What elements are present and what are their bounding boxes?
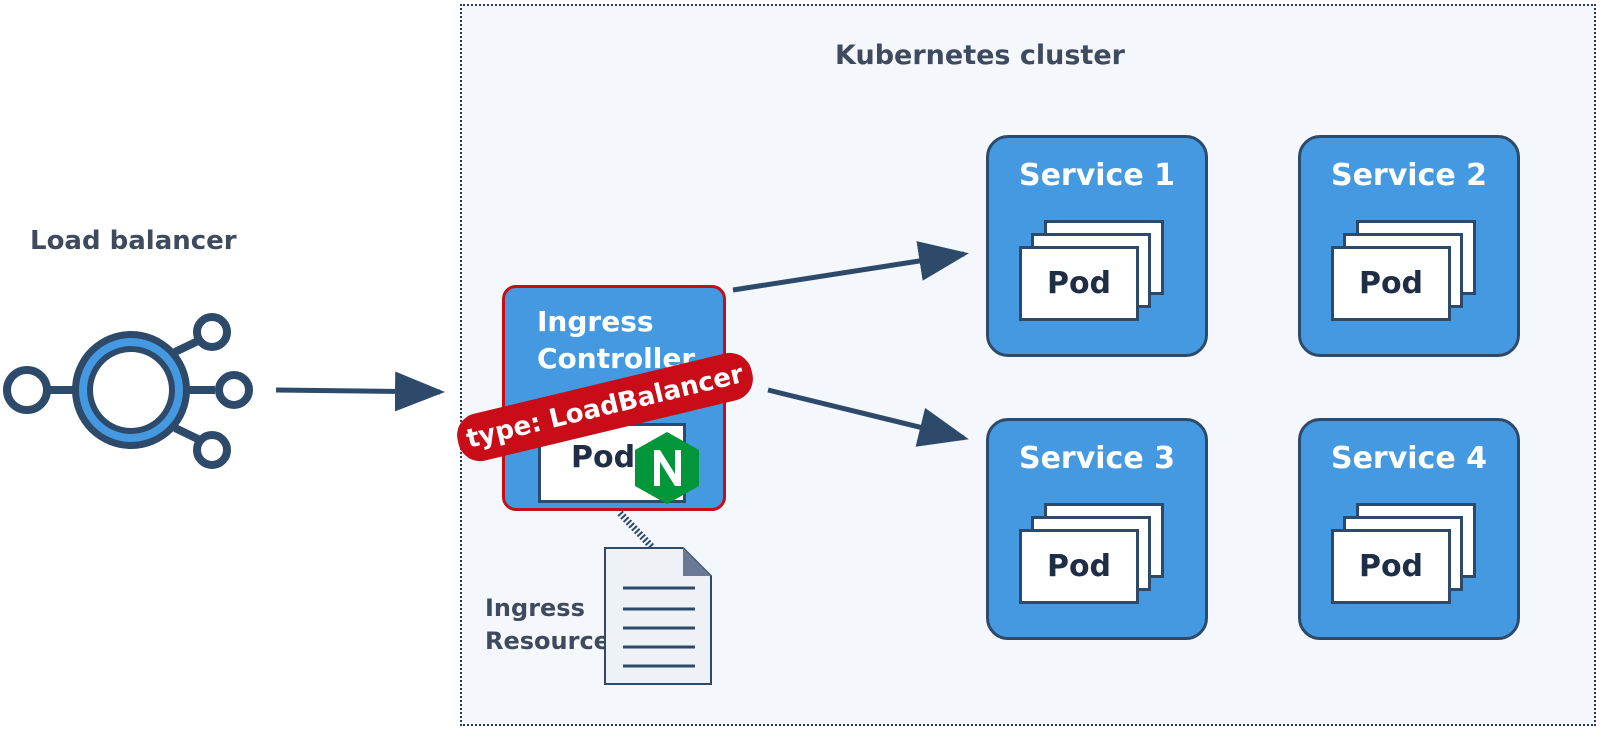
- pod-label: Pod: [1046, 549, 1112, 584]
- pod-label: Pod: [1046, 266, 1112, 301]
- pod-card: Pod: [1331, 246, 1451, 321]
- cluster-title: Kubernetes cluster: [835, 40, 1125, 71]
- pod-card: Pod: [1019, 529, 1139, 604]
- service-3: Service 3 Pod: [986, 418, 1208, 640]
- ingress-resource-line2: Resource: [485, 627, 610, 655]
- nginx-logo-icon: [635, 432, 699, 504]
- service-2: Service 2 Pod: [1298, 135, 1520, 357]
- document-icon: [604, 547, 712, 685]
- service-4: Service 4 Pod: [1298, 418, 1520, 640]
- load-balancer-label: Load balancer: [30, 226, 237, 256]
- pod-label: Pod: [1358, 549, 1424, 584]
- service-title: Service 1: [1018, 158, 1176, 193]
- ingress-controller-title: Ingress Controller: [537, 303, 695, 377]
- ingress-resource-line1: Ingress: [485, 594, 585, 622]
- pod-card: Pod: [1331, 529, 1451, 604]
- pod-label: Pod: [1358, 266, 1424, 301]
- service-1: Service 1 Pod: [986, 135, 1208, 357]
- ingress-resource-label: Ingress Resource: [485, 592, 610, 658]
- service-title: Service 2: [1330, 158, 1488, 193]
- arrow-lb-to-ingress: [275, 371, 445, 412]
- ingress-resource-link: [617, 510, 655, 550]
- pod-label: Pod: [571, 440, 636, 475]
- arrow-ingress-to-service-3: [767, 387, 969, 447]
- ingress-title-line1: Ingress: [537, 305, 654, 338]
- service-title: Service 3: [1018, 441, 1176, 476]
- load-balancer-icon: [3, 313, 253, 469]
- arrow-ingress-to-service-1: [732, 241, 969, 293]
- pod-card: Pod: [1019, 246, 1139, 321]
- service-title: Service 4: [1330, 441, 1488, 476]
